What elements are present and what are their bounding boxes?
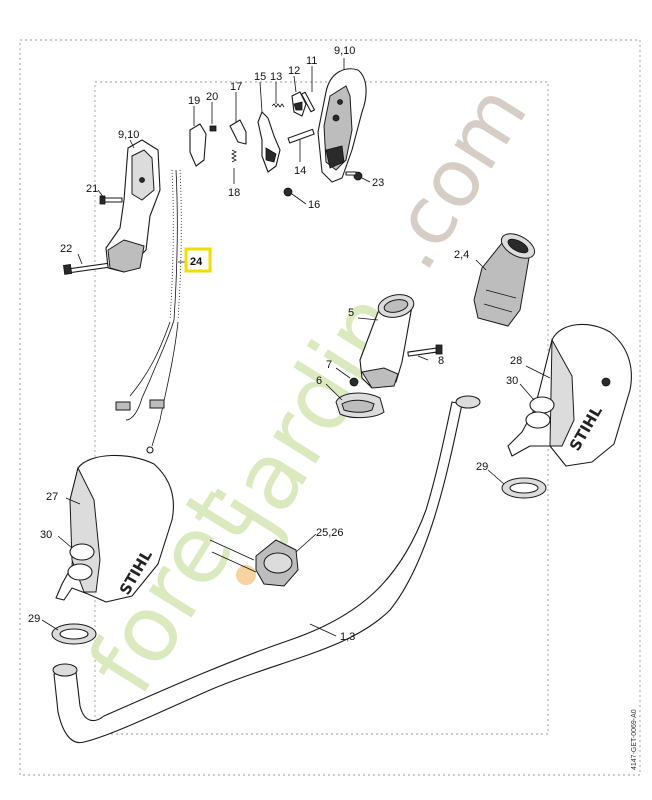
document-id: 4147-GET-0069-A0 (631, 709, 638, 770)
label-17: 17 (230, 81, 242, 93)
label-27: 27 (46, 491, 58, 503)
part-screw-8 (407, 344, 443, 357)
part-damper-30-left (67, 543, 95, 581)
part-control-handle-right (317, 68, 367, 183)
label-22: 22 (60, 243, 72, 255)
part-switch-17 (229, 119, 247, 145)
label-25-26: 25,26 (316, 527, 344, 539)
label-9-10-left: 9,10 (118, 129, 139, 141)
part-screw-22 (63, 262, 109, 275)
part-damper-30-right (525, 396, 555, 429)
label-9-10-top: 9,10 (334, 45, 355, 57)
label-15: 15 (254, 71, 266, 83)
label-14: 14 (294, 165, 306, 177)
label-23: 23 (372, 177, 384, 189)
label-29-right: 29 (476, 461, 488, 473)
part-screw-23 (345, 171, 363, 181)
label-11: 11 (306, 55, 317, 67)
label-8: 8 (438, 355, 444, 367)
label-12: 12 (288, 65, 300, 77)
label-2-4: 2,4 (454, 249, 469, 261)
label-16: 16 (308, 199, 320, 211)
leader-lines (41, 58, 551, 637)
part-guard-right: STIHL (507, 323, 632, 467)
label-21: 21 (86, 183, 98, 195)
label-7: 7 (326, 359, 332, 371)
part-nut-7 (349, 377, 359, 387)
part-clamp-29-left (51, 623, 97, 645)
part-clamp-6 (335, 392, 385, 419)
part-contact-19 (189, 123, 207, 167)
label-24: 24 (190, 256, 203, 268)
part-nut-16 (283, 187, 293, 197)
part-clamp-29-right (501, 477, 547, 499)
label-28: 28 (510, 355, 522, 367)
part-tube (52, 395, 481, 744)
label-20: 20 (206, 91, 218, 103)
part-pin-14 (287, 128, 315, 144)
label-6: 6 (316, 375, 322, 387)
label-1-3: 1,3 (340, 631, 355, 643)
part-trigger (257, 111, 281, 173)
label-29-left: 29 (28, 613, 40, 625)
label-5: 5 (348, 307, 354, 319)
label-30-left: 30 (40, 529, 52, 541)
part-rubber-grip (473, 233, 536, 327)
highlight-box-24 (184, 247, 212, 273)
part-pin-20 (209, 125, 217, 132)
inner-frame (94, 81, 549, 735)
outer-frame (19, 39, 641, 776)
label-13: 13 (270, 71, 282, 83)
part-throttle-cable (115, 169, 182, 454)
part-handle-5 (359, 294, 415, 389)
part-spring-13 (271, 103, 285, 108)
part-clamp-25-26 (209, 539, 299, 587)
part-labels: 9,10 11 12 13 15 17 20 19 9,10 21 18 14 … (28, 45, 522, 643)
part-control-handle-left (105, 139, 161, 273)
part-lockout (291, 91, 307, 117)
label-30-right: 30 (506, 375, 518, 387)
part-pin-11 (300, 91, 316, 113)
part-spring-18 (231, 149, 237, 163)
label-18: 18 (228, 187, 240, 199)
label-19: 19 (188, 95, 200, 107)
watermark-dot-icon (236, 565, 256, 585)
